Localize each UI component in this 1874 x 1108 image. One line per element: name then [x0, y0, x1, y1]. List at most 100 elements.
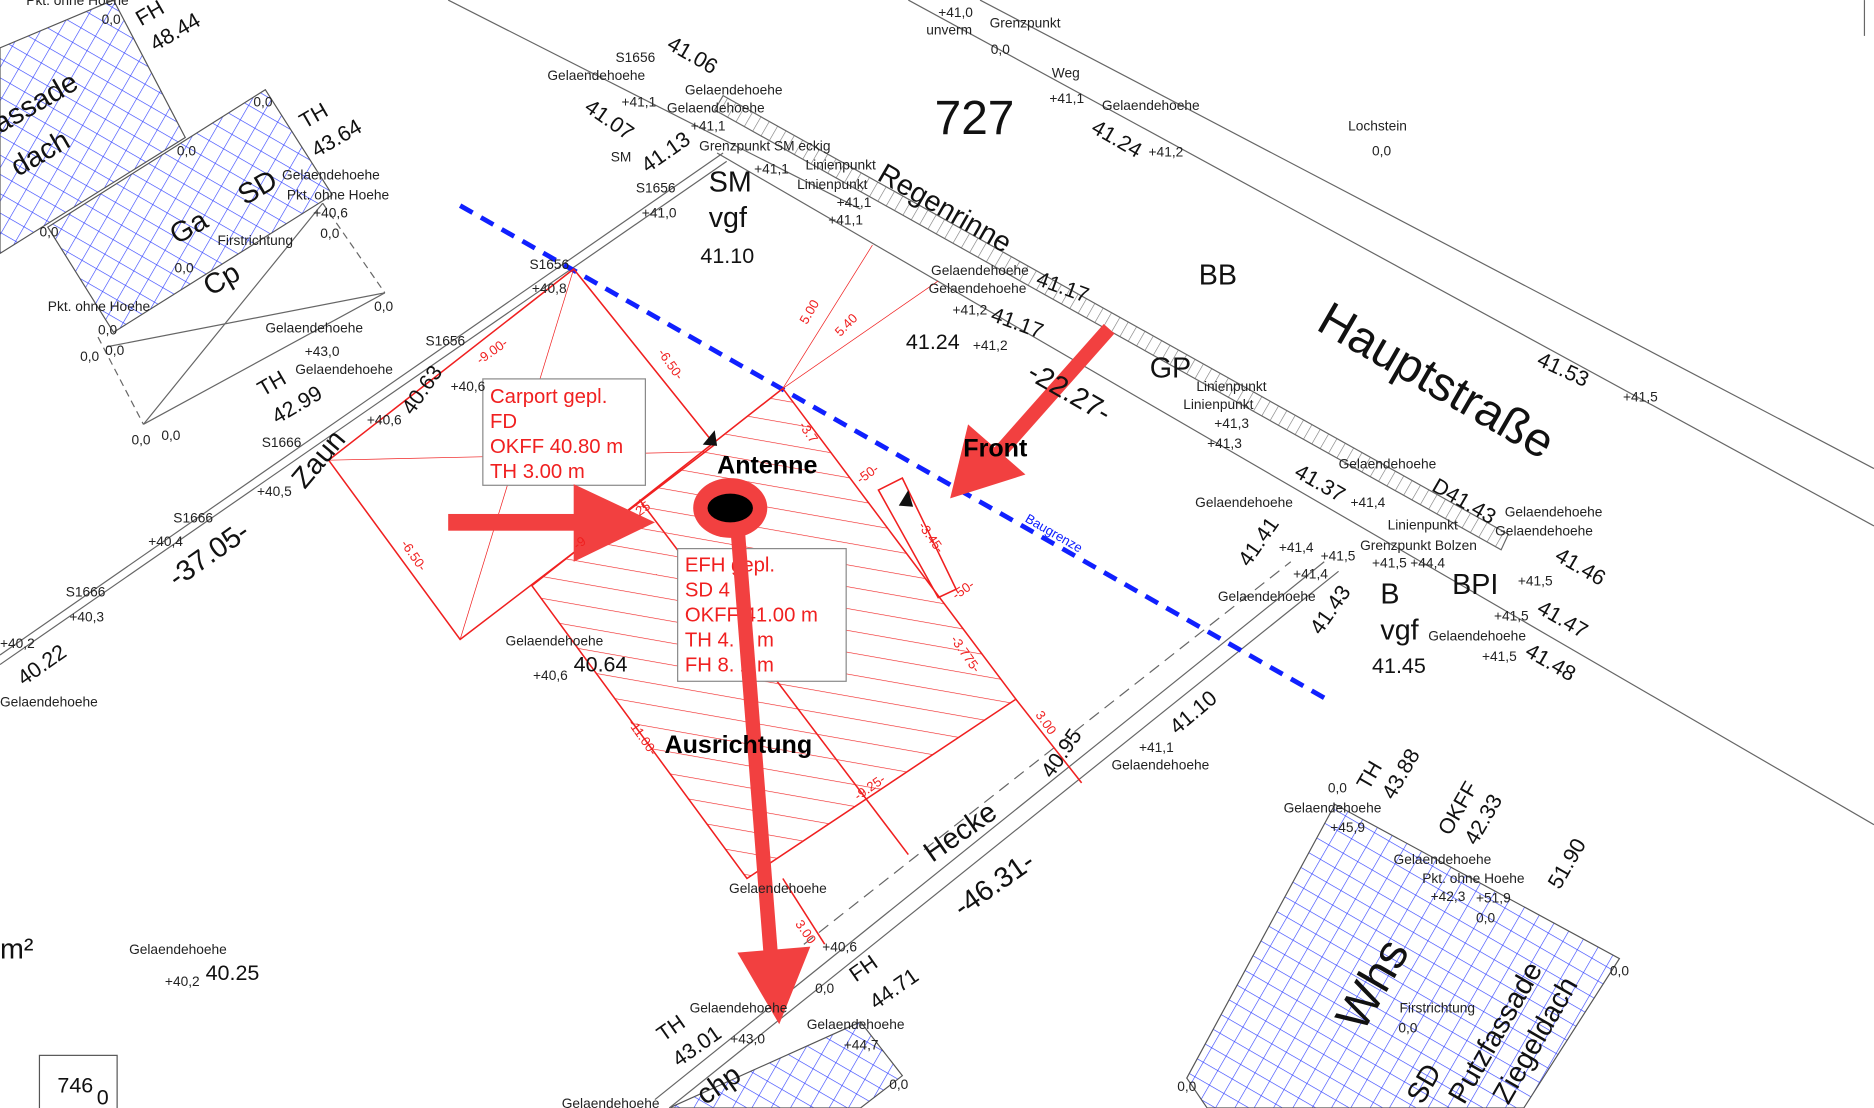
- survey-point-label: Gelaendehoehe: [685, 82, 783, 97]
- survey-point-label: +40,2: [165, 974, 200, 989]
- survey-point-label: Gelaendehoehe: [931, 263, 1029, 278]
- survey-point-label: +40,2: [0, 636, 35, 651]
- survey-point-label: S1656: [425, 333, 465, 348]
- marker-triangle: [702, 430, 718, 446]
- survey-point-label: +40,3: [69, 610, 104, 625]
- existing-buildings: [0, 0, 1621, 1108]
- survey-point-label: Pkt. ohne Hoehe: [48, 299, 151, 314]
- map-label: 0: [97, 1085, 109, 1108]
- survey-point-label: 0,0: [1177, 1079, 1196, 1094]
- front-arrow-shaft: [992, 323, 1115, 459]
- antenne-dot: [707, 493, 753, 523]
- survey-point-label: S1666: [262, 435, 302, 450]
- survey-point-label: +44,4: [1410, 556, 1445, 571]
- dimension-label: 3.00: [1033, 708, 1060, 738]
- survey-point-label: +41,5: [1321, 549, 1356, 564]
- map-label: 41.10: [1165, 686, 1222, 739]
- map-label: 41.06: [663, 31, 722, 79]
- map-label: SM: [709, 166, 752, 198]
- map-label: 727: [935, 92, 1015, 145]
- survey-point-label: Gelaendehoehe: [506, 633, 604, 648]
- survey-point-label: 0,0: [174, 261, 193, 276]
- survey-point-label: +41,1: [828, 213, 863, 228]
- survey-point-label: Gelaendehoehe: [1428, 629, 1526, 644]
- survey-point-label: Pkt. ohne Hoehe: [1422, 871, 1525, 886]
- survey-point-label: +43,0: [730, 1031, 765, 1046]
- map-label: GP: [1150, 353, 1191, 385]
- map-label: BPI: [1452, 569, 1498, 601]
- carport-label-box: Carport gepl. FD OKFF 40.80 m TH 3.00 m: [482, 378, 646, 486]
- map-label: 41.24: [1087, 115, 1146, 163]
- survey-point-label: +43,0: [305, 344, 340, 359]
- survey-point-label: +40,5: [257, 484, 292, 499]
- map-label: 41.45: [1372, 654, 1426, 678]
- survey-point-label: Gelaendehoehe: [1495, 523, 1593, 538]
- survey-point-label: Gelaendehoehe: [562, 1096, 660, 1108]
- survey-point-label: Gelaendehoehe: [547, 68, 645, 83]
- survey-point-label: +41,3: [1214, 416, 1249, 431]
- survey-point-label: +41,5: [1482, 649, 1517, 664]
- survey-point-label: S1656: [616, 50, 656, 65]
- survey-point-label: Weg: [1052, 66, 1080, 81]
- survey-point-label: +41,1: [691, 118, 726, 133]
- survey-point-label: Gelaendehoehe: [1394, 852, 1492, 867]
- survey-point-label: +40,6: [313, 206, 348, 221]
- map-label: 41.13: [637, 127, 695, 178]
- survey-point-label: 0,0: [1372, 143, 1391, 158]
- dimension-label: 5.00: [796, 297, 822, 327]
- survey-point-label: Gelaendehoehe: [1195, 495, 1293, 510]
- survey-point-label: 0,0: [815, 981, 834, 996]
- map-label: 40.63: [397, 361, 448, 419]
- map-label: 43.88: [1377, 745, 1425, 804]
- survey-point-label: Grenzpunkt SM eckig: [699, 139, 830, 154]
- efh-line: FH 8. 2 m: [685, 655, 774, 677]
- map-label: 40.25: [206, 961, 260, 985]
- survey-point-label: Gelaendehoehe: [265, 320, 363, 335]
- map-label: vgf: [1380, 614, 1419, 646]
- map-label: 746: [57, 1073, 93, 1097]
- survey-point-label: 0,0: [320, 226, 339, 241]
- survey-point-label: Gelaendehoehe: [667, 100, 765, 115]
- survey-point-label: +41,2: [1149, 145, 1184, 160]
- map-label: BB: [1199, 259, 1237, 291]
- survey-point-label: +41,5: [1494, 608, 1529, 623]
- survey-point-label: +41,1: [621, 94, 656, 109]
- zaun-fence-line: [0, 152, 724, 656]
- map-label: -37.05-: [163, 515, 256, 593]
- survey-point-label: +41,4: [1351, 495, 1386, 510]
- survey-point-label: +41,0: [642, 206, 677, 221]
- annotation-arrows: [448, 323, 1115, 1025]
- survey-point-label: 0,0: [374, 299, 393, 314]
- efh-line: SD 4 °: [685, 579, 744, 601]
- map-label: Hecke: [918, 796, 1003, 869]
- map-label: TH: [253, 366, 290, 401]
- dimension-label: -50-: [949, 577, 977, 603]
- survey-point-label: +41,5: [1372, 556, 1407, 571]
- survey-point-label: Linienpunkt: [806, 158, 876, 173]
- survey-point-label: S1666: [66, 584, 106, 599]
- survey-point-label: S1656: [529, 257, 569, 272]
- survey-point-label: +41,0: [938, 5, 973, 20]
- dimension-label: -9.00-: [474, 335, 511, 367]
- survey-point-label: +41,1: [1139, 740, 1174, 755]
- dimension-label: -6.50-: [398, 537, 430, 574]
- survey-point-label: Gelaendehoehe: [1102, 98, 1200, 113]
- efh-line: EFH gepl.: [685, 554, 775, 576]
- survey-point-label: Pkt. ohne Hoehe: [26, 0, 129, 8]
- survey-point-label: 0,0: [889, 1077, 908, 1092]
- survey-point-label: Linienpunkt: [797, 177, 867, 192]
- survey-point-label: Firstrichtung: [218, 233, 294, 248]
- efh-line: TH 4. 0 m: [685, 630, 774, 652]
- efh-label-box: EFH gepl. SD 4 ° OKFF 41.00 m TH 4. 0 m …: [677, 548, 847, 682]
- survey-point-label: +41,1: [837, 195, 872, 210]
- survey-point-label: 0,0: [161, 428, 180, 443]
- parcel-number-box: [38, 1054, 118, 1108]
- building-top-left-1: [0, 0, 187, 255]
- survey-point-label: 0,0: [253, 94, 272, 109]
- ausrichtung-arrow-head: [737, 946, 811, 1025]
- survey-point-label: 0,0: [131, 433, 150, 448]
- house-bay: [877, 477, 958, 599]
- survey-point-label: +40,6: [451, 379, 486, 394]
